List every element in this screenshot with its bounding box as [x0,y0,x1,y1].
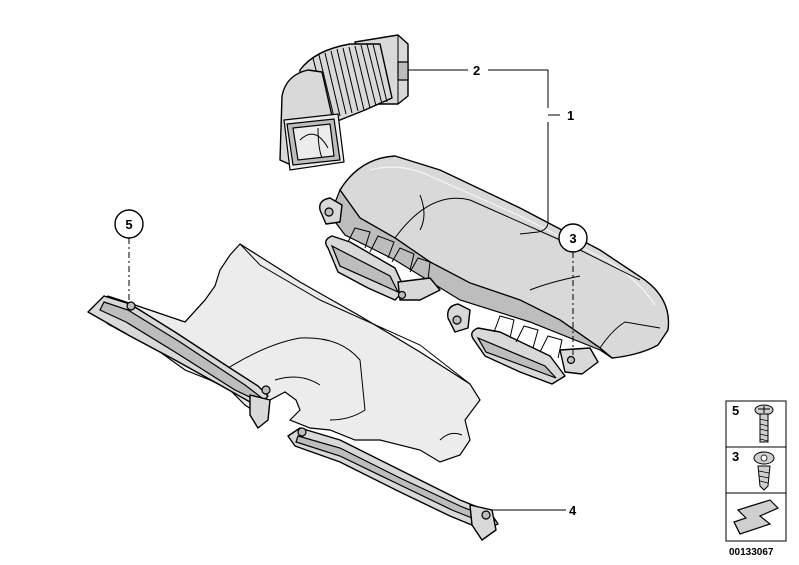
leader-lines [128,69,574,511]
callout-5: 5 [114,209,144,239]
svg-text:1: 1 [567,108,574,123]
svg-text:3: 3 [569,231,576,246]
torx-screw-icon [753,451,775,491]
arrow-icon [733,499,780,535]
svg-text:00133067: 00133067 [729,547,774,558]
svg-text:5: 5 [125,217,132,232]
bellows-ribs [312,43,388,119]
callout-4: 4 [569,503,577,518]
part-2-intake-bellows [279,34,409,171]
svg-text:2: 2 [473,63,480,78]
legend-item-5: 5 [725,400,787,448]
legend-item-3: 3 [725,446,787,494]
svg-text:3: 3 [732,449,739,464]
torx-screw-icon [754,404,774,443]
svg-text:5: 5 [732,403,739,418]
callout-3: 3 [558,223,588,253]
catalog-number: 00133067 [729,547,774,558]
part-1-air-duct [319,155,670,385]
part-4-cover-panel [87,243,499,541]
legend-arrow [725,492,787,542]
svg-text:4: 4 [569,503,577,518]
callout-1: 1 [567,108,574,123]
callout-2: 2 [473,63,480,78]
